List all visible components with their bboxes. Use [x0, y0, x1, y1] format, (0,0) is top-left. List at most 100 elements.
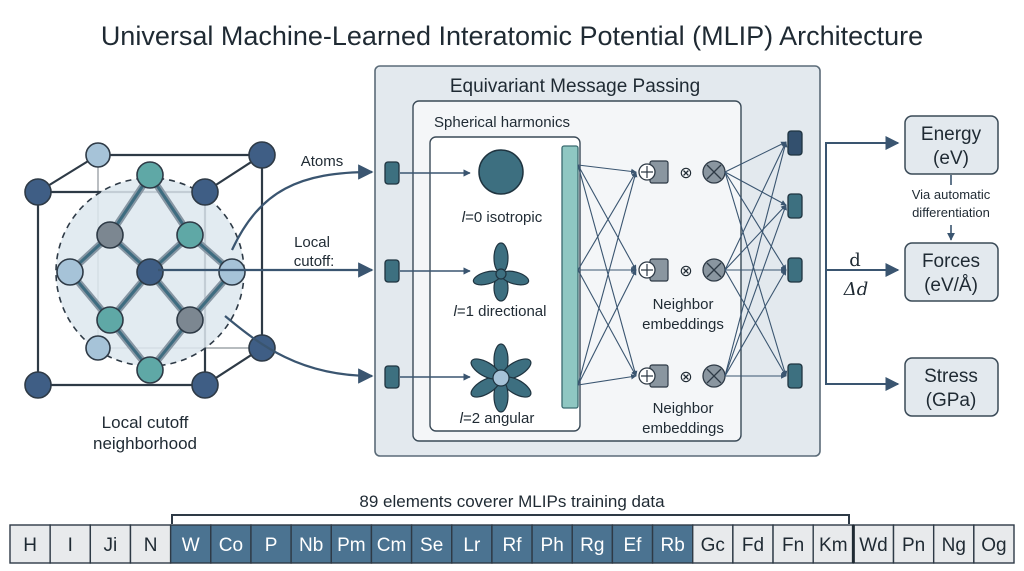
element-cell-ph: Ph — [531, 524, 573, 564]
l2-label: l=2 angular — [460, 410, 535, 427]
svg-text:Stress: Stress — [924, 366, 978, 387]
derivative-numerator: d — [849, 250, 861, 271]
output-feature-4 — [787, 363, 803, 389]
element-cell-og: Og — [973, 524, 1015, 564]
element-symbol: Se — [420, 535, 443, 556]
element-symbol: Lr — [463, 535, 481, 556]
element-symbol: Pn — [902, 535, 925, 556]
elements-title: 89 elements coverer MLIPs training data — [359, 492, 665, 511]
element-cell-se: Se — [410, 524, 453, 564]
element-symbol: Og — [981, 535, 1006, 556]
element-symbol: W — [182, 535, 200, 556]
svg-text:(eV/Å): (eV/Å) — [924, 275, 978, 296]
neighbor-embeddings-1-line1: Neighbor — [653, 296, 714, 313]
element-cell-nb: Nb — [290, 524, 332, 564]
elements-bracket — [171, 514, 850, 524]
element-cell-cm: Cm — [370, 524, 413, 564]
local-cutoff-label-line2: cutoff: — [294, 253, 335, 270]
forces-box: Forces (eV/Å) — [904, 242, 999, 302]
element-symbol: H — [23, 535, 37, 556]
element-symbol: Rb — [660, 535, 684, 556]
feature-box-2 — [384, 259, 400, 283]
message-passing-panel: Equivariant Message Passing Spherical ha… — [374, 65, 821, 457]
element-cell-gc: Gc — [692, 524, 734, 564]
output-feature-2 — [787, 193, 803, 219]
element-symbol: Gc — [701, 535, 725, 556]
element-cell-ng: Ng — [932, 524, 975, 564]
neighbor-embeddings-2-line1: Neighbor — [653, 400, 714, 417]
svg-text:Forces: Forces — [922, 251, 980, 272]
input-arrows — [158, 164, 374, 384]
element-symbol: Pm — [337, 535, 366, 556]
harmonics-title: Spherical harmonics — [434, 114, 570, 131]
element-symbol: Ji — [104, 535, 118, 556]
element-cell-ef: Ef — [611, 524, 654, 564]
element-symbol: Co — [219, 535, 243, 556]
element-cell-lr: Lr — [451, 524, 493, 564]
cross-connections — [577, 164, 638, 386]
tensor-unit-1: ⊗ — [638, 160, 726, 184]
element-cell-rf: Rf — [491, 524, 533, 564]
autodiff-label-line1: Via automatic — [912, 187, 991, 202]
element-cell-pn: Pn — [892, 524, 935, 564]
element-cell-fn: Fn — [772, 524, 814, 564]
element-symbol: I — [68, 535, 73, 556]
svg-text:⊗: ⊗ — [679, 369, 692, 386]
element-symbol: Fd — [742, 535, 764, 556]
element-cell-co: Co — [210, 524, 252, 564]
element-cell-wd: Wd — [852, 524, 895, 564]
output-feature-1 — [787, 130, 803, 156]
element-symbol: Rf — [503, 535, 523, 556]
lattice-atoms — [24, 141, 276, 399]
output-feature-3 — [787, 257, 803, 283]
element-cell-ji: Ji — [89, 524, 132, 564]
feature-box-3 — [384, 365, 400, 389]
autodiff-label-line2: differentiation — [912, 205, 990, 220]
element-cell-pm: Pm — [330, 524, 373, 564]
lattice-structure: Local cutoff neighborhood — [24, 141, 276, 453]
element-symbol: Ef — [624, 535, 643, 556]
message-passing-title: Equivariant Message Passing — [450, 76, 700, 97]
element-cell-i: I — [49, 524, 92, 564]
element-symbol: Ng — [942, 535, 966, 556]
element-symbol: P — [265, 535, 278, 556]
svg-text:⊗: ⊗ — [679, 165, 692, 182]
element-symbol: Rg — [580, 535, 604, 556]
l0-label: l=0 isotropic — [462, 209, 543, 226]
element-symbol: Cm — [377, 535, 407, 556]
tensor-unit-2: ⊗ — [638, 258, 726, 282]
local-cutoff-label-line1: Local — [294, 234, 330, 251]
element-cell-w: W — [169, 524, 212, 564]
element-symbol: Km — [819, 535, 848, 556]
lattice-caption-line2: neighborhood — [93, 434, 197, 453]
l2-orbital-icon — [470, 343, 532, 413]
derivative-denominator: Δd — [843, 279, 869, 300]
l1-orbital-icon — [472, 242, 530, 302]
element-symbol: Wd — [859, 535, 888, 556]
neighbor-embeddings-1-line2: embeddings — [642, 316, 724, 333]
element-cell-fd: Fd — [732, 524, 774, 564]
svg-text:(GPa): (GPa) — [926, 390, 977, 411]
element-cell-rb: Rb — [651, 524, 694, 564]
concat-bar — [561, 145, 579, 409]
element-cell-p: P — [250, 524, 292, 564]
element-cell-n: N — [129, 524, 172, 564]
element-symbol: Ph — [541, 535, 564, 556]
tensor-unit-3: ⊗ — [638, 364, 726, 388]
svg-text:(eV): (eV) — [933, 148, 969, 169]
l0-sphere-icon — [478, 149, 524, 195]
element-cell-h: H — [9, 524, 51, 564]
element-symbol: N — [144, 535, 158, 556]
stress-box: Stress (GPa) — [904, 357, 999, 417]
element-cell-km: Km — [812, 524, 855, 564]
energy-box: Energy (eV) — [904, 115, 999, 175]
l1-label: l=1 directional — [454, 303, 547, 320]
svg-text:⊗: ⊗ — [679, 263, 692, 280]
feature-box-1 — [384, 161, 400, 185]
output-bracket — [825, 136, 900, 391]
element-symbol: Fn — [782, 535, 804, 556]
page-title: Universal Machine-Learned Interatomic Po… — [101, 21, 923, 51]
atoms-label: Atoms — [301, 153, 344, 170]
